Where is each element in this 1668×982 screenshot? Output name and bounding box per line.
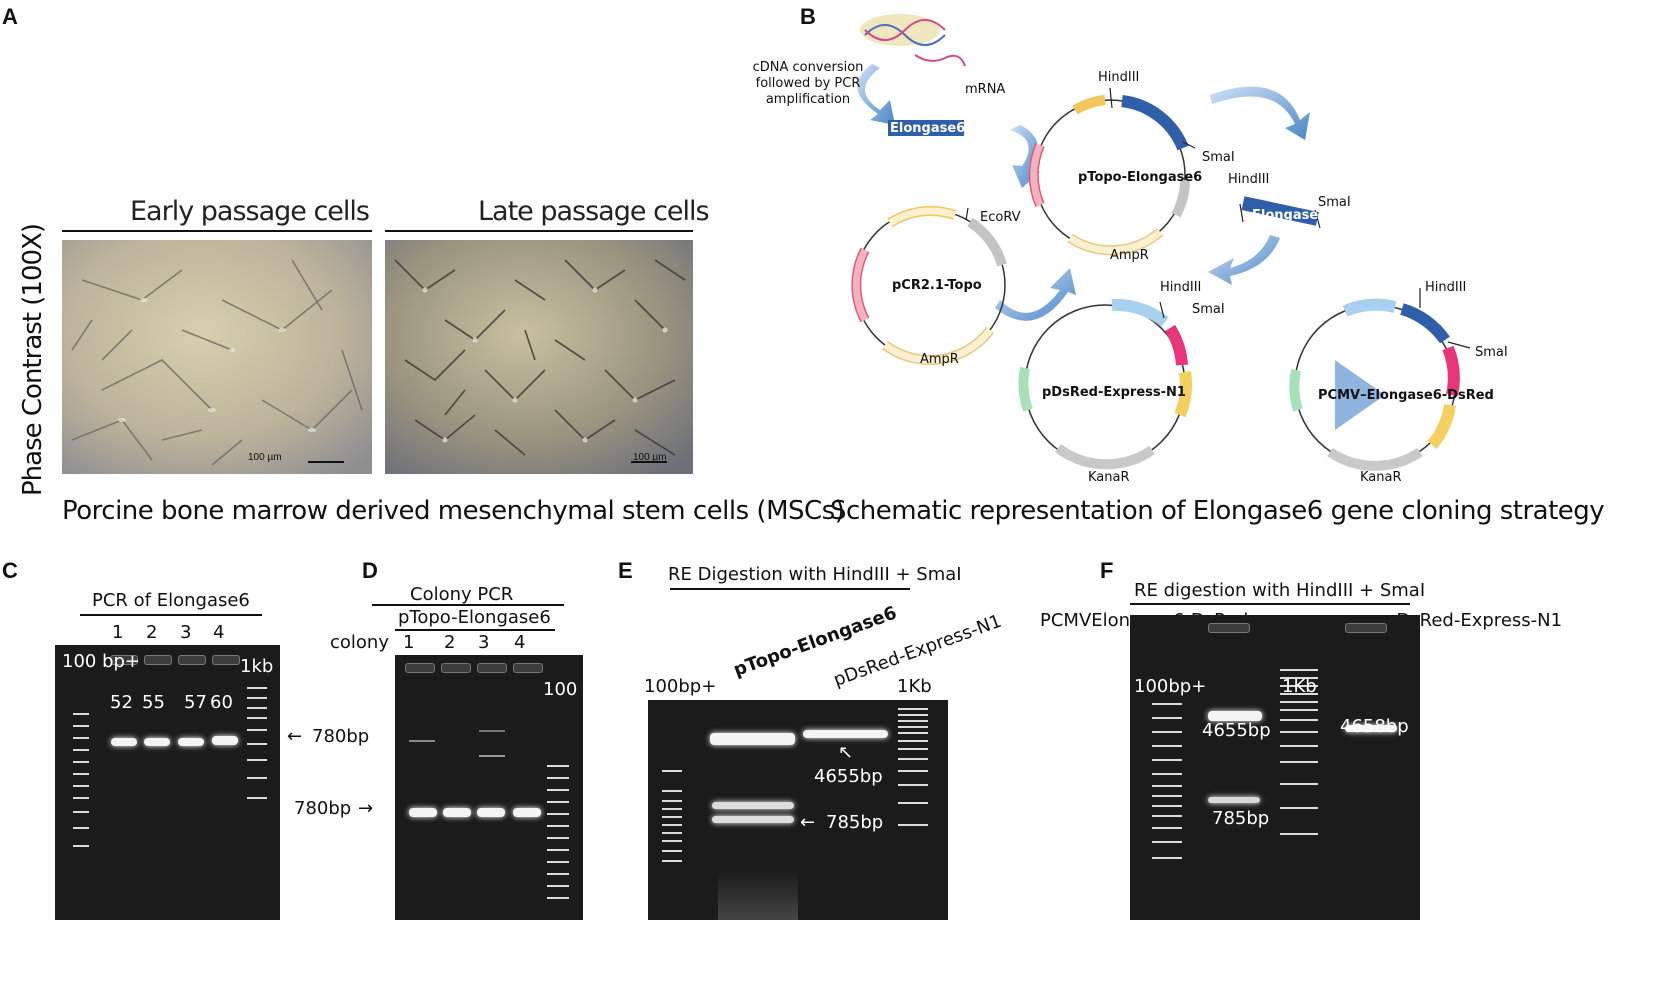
curved-arrow-5: [995, 268, 1076, 321]
panel-c-right-marker: 1kb: [240, 656, 274, 677]
panel-f-left-marker: 100bp+: [1134, 676, 1207, 697]
hindiii-label-ptopo: HindIII: [1098, 70, 1140, 85]
panel-e-up-arrow: ↖: [838, 742, 854, 763]
panel-d-arrow: →: [358, 798, 374, 819]
curved-arrow-1: [857, 64, 895, 125]
panel-e-right-marker: 1Kb: [897, 676, 932, 697]
panel-d-colony-label: colony: [330, 632, 389, 653]
hindiii-label-final: HindIII: [1425, 280, 1467, 295]
panel-c-band-label: 780bp: [312, 726, 370, 747]
triangle-arrow: [1335, 360, 1385, 430]
panel-c-temp-2: 55: [142, 692, 165, 713]
panel-f-band-4655: 4655bp: [1202, 720, 1271, 741]
panel-label-c: C: [2, 558, 18, 583]
gel-image-d: [395, 655, 583, 920]
excised-elongase6-fragment: [1241, 196, 1319, 226]
panel-d-band-label: 780bp: [294, 798, 352, 819]
panel-c-lane-3: 3: [180, 622, 192, 643]
ampr-label-ptopo: AmpR: [1110, 248, 1149, 263]
panel-d-title: Colony PCR: [410, 584, 514, 605]
pcr21-topo-plasmid: [851, 206, 1007, 365]
kanar-label-final: KanaR: [1360, 470, 1402, 485]
ecorv-label: EcoRV: [980, 210, 1021, 225]
gel-image-c: [55, 645, 280, 920]
early-passage-heading: Early passage cells: [130, 196, 370, 227]
pcr21-topo-label: pCR2.1-Topo: [892, 278, 982, 293]
panel-d-rule-1: [372, 604, 564, 606]
panel-label-e: E: [618, 558, 633, 583]
early-scale-bar-label: 100 µm: [248, 452, 282, 463]
panel-e-title: RE Digestion with HindIII + SmaI: [668, 564, 962, 585]
early-passage-micrograph: [62, 240, 372, 474]
panel-c-temp-3: 57: [184, 692, 207, 713]
gel-image-e: [648, 700, 948, 920]
curved-arrow-4: [1208, 235, 1280, 285]
smai-label-pdsred: SmaI: [1192, 302, 1225, 317]
panel-f-right-construct: pDsRed-Express-N1: [1385, 610, 1563, 631]
late-passage-heading: Late passage cells: [478, 196, 710, 227]
pdsred-express-n1-label: pDsRed-Express-N1: [1042, 385, 1186, 400]
smai-label-ptopo: SmaI: [1202, 150, 1235, 165]
elongase6-fragment: [888, 120, 964, 136]
ampr-label-pcr21: AmpR: [920, 352, 959, 367]
pdsred-express-n1-plasmid: [1018, 298, 1192, 470]
panel-c-arrow: ←: [287, 726, 303, 747]
phase-contrast-label: Phase Contrast (100X): [18, 224, 48, 496]
panel-d-rule-2: [395, 629, 555, 631]
elongase6-fragment-label: Elongase6: [890, 121, 966, 136]
panel-f-mid-marker: 1Kb: [1282, 676, 1317, 697]
panel-a-caption: Porcine bone marrow derived mesenchymal …: [62, 496, 845, 526]
late-passage-micrograph: [385, 240, 693, 474]
panel-c-title: PCR of Elongase6: [92, 590, 250, 611]
panel-c-rule: [80, 614, 262, 616]
panel-label-d: D: [362, 558, 378, 583]
ptopo-elongase6-label: pTopo-Elongase6: [1078, 170, 1203, 185]
hindiii-label-pdsred: HindIII: [1160, 280, 1202, 295]
panel-e-band-bottom-label: 785bp: [826, 812, 884, 833]
elongase6-label-fragment: Elongase6: [1252, 208, 1328, 223]
panel-d-lane-2: 2: [444, 632, 456, 653]
mrna-label: mRNA: [965, 82, 1006, 97]
smai-label-final: SmaI: [1475, 345, 1508, 360]
late-rule: [385, 230, 693, 232]
panel-c-temp-1: 52: [110, 692, 133, 713]
panel-e-left-arrow: ←: [800, 812, 816, 833]
panel-label-b: B: [800, 4, 816, 29]
smai-label-fragment: SmaI: [1318, 195, 1351, 210]
panel-c-lane-1: 1: [112, 622, 124, 643]
panel-f-rule: [1130, 603, 1410, 605]
panel-e-band-top-label: 4655bp: [814, 766, 883, 787]
panel-d-lane-1: 1: [403, 632, 415, 653]
panel-d-lane-4: 4: [514, 632, 526, 653]
panel-d-marker: 100 bp+: [543, 679, 622, 700]
pcmv-elongase6-dsred-plasmid: [1289, 298, 1460, 471]
dna-icon: [860, 14, 966, 67]
panel-d-lane-3: 3: [478, 632, 490, 653]
panel-f-band-4658: 4658bp: [1340, 716, 1409, 737]
cdna-conversion-label: cDNA conversion followed by PCR amplific…: [752, 60, 864, 107]
final-plasmid-label: PCMV–Elongase6-DsRed: [1318, 388, 1494, 403]
gel-image-f: [1130, 615, 1420, 920]
ptopo-elongase6-plasmid: [1028, 95, 1190, 256]
cloning-schematic: [851, 14, 1471, 471]
panel-d-subtitle: pTopo-Elongase6: [398, 607, 551, 628]
late-scale-bar-label: 100 µm: [633, 452, 667, 463]
panel-e-rule: [670, 588, 910, 590]
panel-c-lane-2: 2: [146, 622, 158, 643]
panel-c-lane-4: 4: [213, 622, 225, 643]
panel-label-f: F: [1100, 558, 1114, 583]
panel-c-left-marker: 100 bp+: [62, 651, 141, 672]
curved-arrow-3: [1210, 86, 1310, 140]
hindiii-label-fragment: HindIII: [1228, 172, 1270, 187]
panel-e-left-marker: 100bp+: [644, 676, 717, 697]
panel-f-band-785: 785bp: [1212, 808, 1270, 829]
panel-f-title: RE digestion with HindIII + SmaI: [1134, 580, 1426, 601]
panel-b-caption: Schematic representation of Elongase6 ge…: [830, 496, 1605, 526]
early-rule: [62, 230, 372, 232]
kanar-label-pdsred: KanaR: [1088, 470, 1130, 485]
panel-c-temp-4: 60: [210, 692, 233, 713]
panel-label-a: A: [2, 4, 18, 29]
